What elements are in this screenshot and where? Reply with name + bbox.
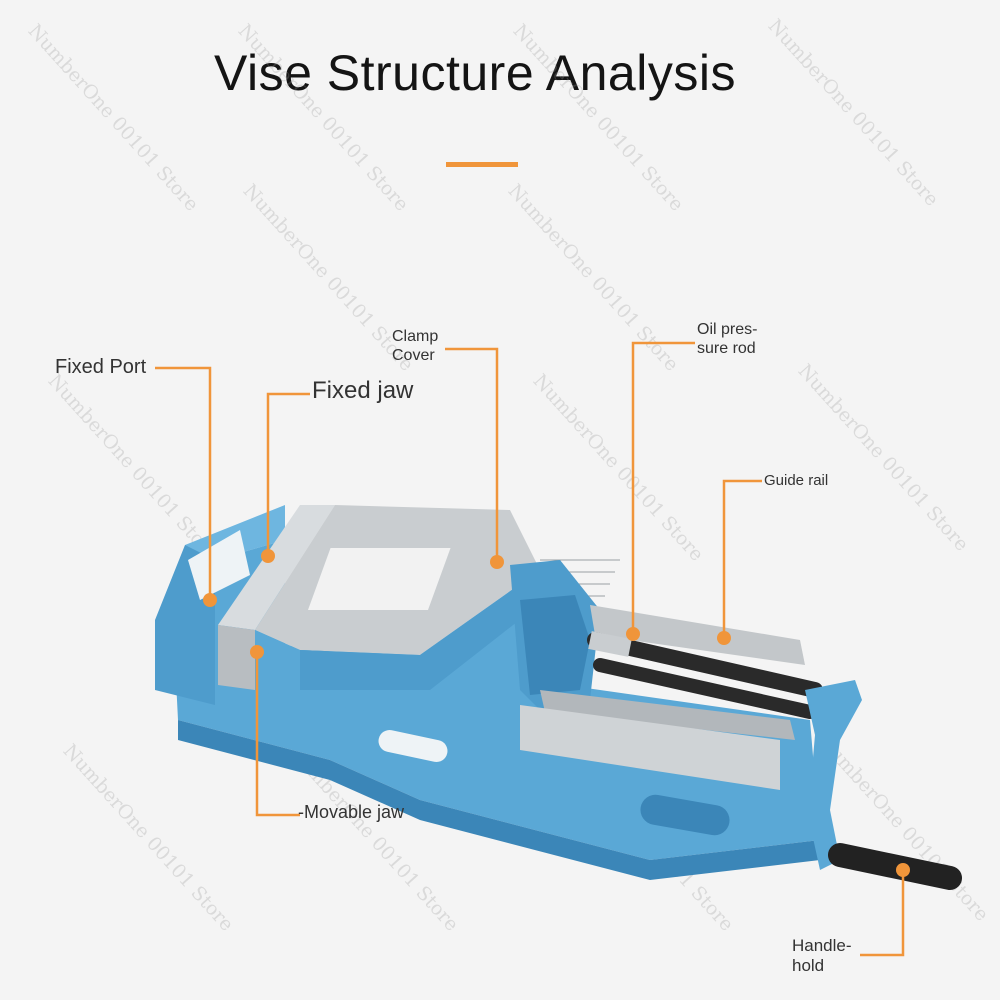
label-fixed-port: Fixed Port	[55, 356, 147, 378]
marker-movable-jaw	[250, 645, 264, 659]
label-handle-line2: hold	[792, 956, 825, 975]
label-fixed-jaw: Fixed jaw	[312, 377, 414, 404]
page-title: Vise Structure Analysis	[214, 45, 736, 101]
label-oil-rod-line1: Oil pres-	[697, 321, 758, 338]
marker-fixed-jaw	[261, 549, 275, 563]
marker-guide-rail	[717, 631, 731, 645]
label-clamp-cover: Clamp Cover	[392, 327, 438, 365]
oil-pressure-rod	[587, 631, 823, 719]
label-handle-line1: Handle-	[792, 936, 852, 955]
label-clamp-cover-line2: Cover	[392, 347, 435, 364]
guide-rails	[520, 605, 805, 790]
marker-handle-hold	[896, 863, 910, 877]
label-oil-pressure-rod: Oil pres- sure rod	[697, 320, 757, 358]
marker-clamp-cover	[490, 555, 504, 569]
hydraulic-housing	[510, 560, 600, 710]
title-underline	[446, 162, 518, 167]
fixed-jaw-plate	[218, 505, 335, 690]
marker-oil-rod	[626, 627, 640, 641]
label-oil-rod-line2: sure rod	[697, 340, 756, 357]
label-clamp-cover-line1: Clamp	[392, 328, 439, 345]
pointer-dots	[203, 549, 910, 877]
label-handle-hold: Handle- hold	[792, 936, 852, 976]
label-guide-rail: Guide rail	[764, 472, 829, 489]
marker-fixed-port	[203, 593, 217, 607]
crank-handle	[805, 680, 962, 890]
clamp-cover	[255, 505, 620, 730]
leader-lines	[155, 341, 905, 957]
label-movable-jaw: -Movable jaw	[298, 802, 405, 822]
